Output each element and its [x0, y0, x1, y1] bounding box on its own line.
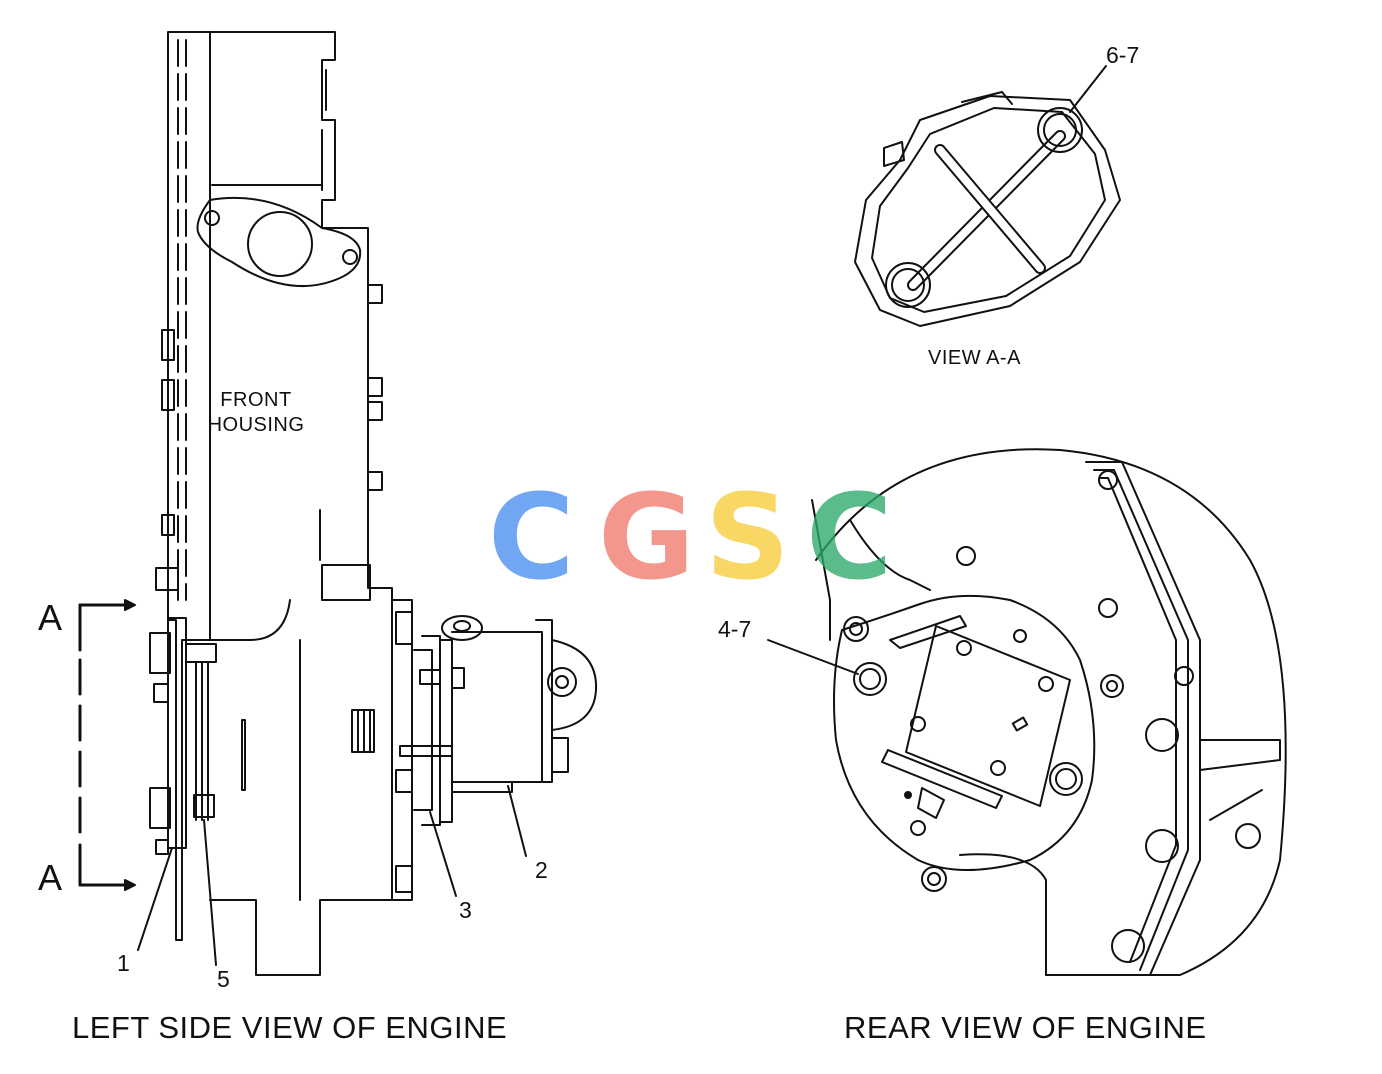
- callout-6-7: 6-7: [1106, 42, 1140, 68]
- front-housing-label: FRONT HOUSING: [196, 388, 316, 438]
- housing-label-line: FRONT: [220, 389, 292, 411]
- watermark-letter: C: [806, 468, 893, 606]
- left-view-caption: LEFT SIDE VIEW OF ENGINE: [72, 1010, 508, 1045]
- callout-4-7: 4-7: [718, 616, 752, 642]
- callout-2: 2: [535, 857, 548, 883]
- watermark-letter: C: [488, 468, 575, 606]
- section-mark-bottom: A: [38, 857, 63, 898]
- callout-3: 3: [459, 897, 472, 923]
- watermark-letter: S: [705, 468, 790, 606]
- left-side-view-drawing: [78, 31, 598, 976]
- section-mark-top: A: [38, 597, 63, 638]
- callout-1: 1: [117, 950, 130, 976]
- rear-view-drawing: [767, 448, 1287, 976]
- callout-5: 5: [217, 966, 230, 992]
- view-a-a-caption: VIEW A-A: [928, 347, 1021, 369]
- view-a-a-drawing: [854, 65, 1121, 327]
- watermark-letter: G: [598, 468, 695, 606]
- housing-label-line: HOUSING: [207, 414, 305, 436]
- rear-view-caption: REAR VIEW OF ENGINE: [844, 1010, 1207, 1045]
